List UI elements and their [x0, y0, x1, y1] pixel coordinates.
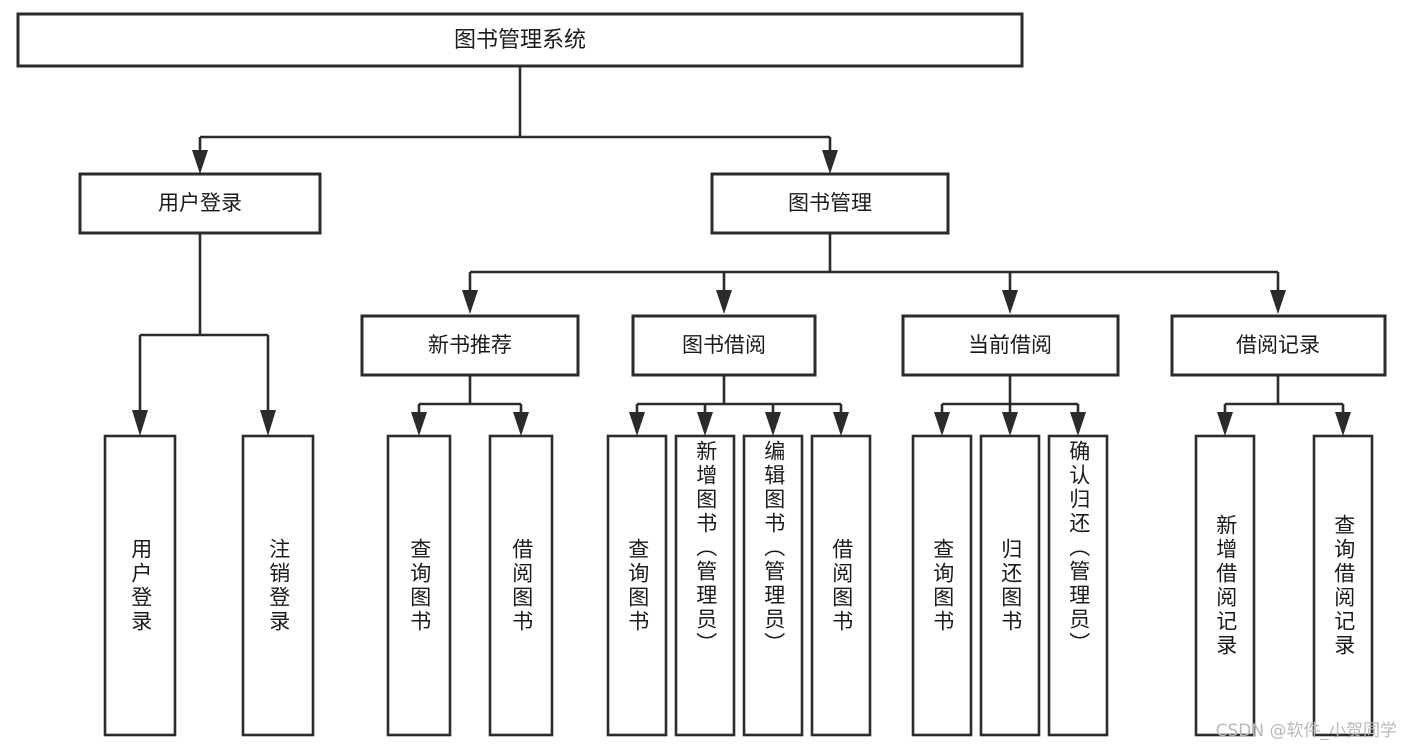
node-borrow-records-box[interactable]: [1170, 314, 1387, 377]
arrow-head-icon: [1002, 290, 1018, 314]
leaf-box-borrow-3[interactable]: [810, 434, 872, 737]
node-root-label: 图书管理系统: [454, 28, 586, 53]
node-book-borrow-label: 图书借阅: [682, 333, 766, 357]
connector-group-root: [192, 66, 838, 174]
leaf-box-new-book-0[interactable]: [386, 434, 452, 737]
arrow-head-icon: [697, 412, 713, 436]
arrow-head-icon: [1002, 412, 1018, 436]
node-book-management[interactable]: 图书管理: [710, 172, 950, 235]
leaf-box-new-book-1[interactable]: [488, 434, 554, 737]
leaf-box-records-1[interactable]: [1312, 434, 1374, 737]
leaf-box-borrow-2[interactable]: [742, 434, 804, 737]
arrow-head-icon: [765, 412, 781, 436]
arrow-head-icon: [132, 410, 148, 436]
arrow-head-icon: [822, 150, 838, 174]
leaf-box-user-login-0[interactable]: [103, 434, 177, 737]
leaf-box-borrow-1[interactable]: [674, 434, 736, 737]
node-borrow-records[interactable]: 借阅记录: [1170, 314, 1387, 377]
arrow-head-icon: [833, 412, 849, 436]
leaf-box-borrow-0[interactable]: [606, 434, 668, 737]
node-book-management-box[interactable]: [710, 172, 950, 235]
leaf-box-records-0[interactable]: [1194, 434, 1256, 737]
leaf-box-current-1[interactable]: [979, 434, 1041, 737]
arrow-head-icon: [411, 412, 427, 436]
arrow-head-icon: [1070, 412, 1086, 436]
node-book-management-label: 图书管理: [788, 191, 872, 215]
leaf-box-current-0[interactable]: [911, 434, 973, 737]
csdn-watermark: CSDN @软件_小贺同学: [1215, 721, 1397, 741]
node-current-borrow-box[interactable]: [901, 314, 1120, 377]
node-new-book-recommend-label: 新书推荐: [428, 333, 512, 357]
node-current-borrow[interactable]: 当前借阅: [901, 314, 1120, 377]
connector-group-user-login: [132, 233, 276, 436]
arrow-head-icon: [1270, 290, 1286, 314]
arrow-head-icon: [934, 412, 950, 436]
node-user-login-box[interactable]: [78, 172, 322, 235]
node-root-box[interactable]: [16, 12, 1024, 68]
node-user-login-label: 用户登录: [158, 191, 242, 215]
leaf-box-user-login-1[interactable]: [241, 434, 315, 737]
connector-group-current: [934, 375, 1086, 436]
connector-group-books: [462, 233, 1286, 314]
leaf-box-current-2[interactable]: [1047, 434, 1109, 737]
node-root[interactable]: 图书管理系统: [16, 12, 1024, 68]
node-book-borrow-box[interactable]: [631, 314, 817, 377]
node-user-login[interactable]: 用户登录: [78, 172, 322, 235]
arrow-head-icon: [192, 150, 208, 174]
arrow-head-icon: [629, 412, 645, 436]
connector-group-borrow: [629, 375, 849, 436]
arrow-head-icon: [716, 290, 732, 314]
arrow-head-icon: [260, 410, 276, 436]
arrow-head-icon: [462, 290, 478, 314]
node-new-book-recommend-box[interactable]: [360, 314, 580, 377]
arrow-head-icon: [1217, 412, 1233, 436]
connector-group-new-book: [411, 375, 529, 436]
connector-group-records: [1217, 375, 1351, 436]
node-new-book-recommend[interactable]: 新书推荐: [360, 314, 580, 377]
arrow-head-icon: [1335, 412, 1351, 436]
node-borrow-records-label: 借阅记录: [1236, 333, 1320, 357]
arrow-head-icon: [513, 412, 529, 436]
node-book-borrow[interactable]: 图书借阅: [631, 314, 817, 377]
node-current-borrow-label: 当前借阅: [968, 333, 1052, 357]
